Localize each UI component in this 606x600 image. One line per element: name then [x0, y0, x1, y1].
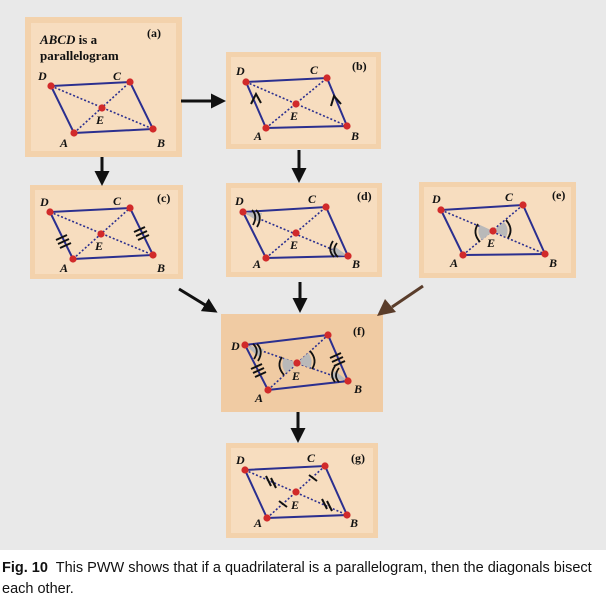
label-b: B [548, 256, 557, 270]
label-a: A [253, 516, 262, 530]
label-a: A [254, 391, 263, 405]
arrow-e-to-f-icon [377, 284, 424, 316]
bisect-marks-icon [265, 474, 333, 512]
label-b: B [156, 261, 165, 275]
label-a: A [59, 136, 68, 150]
figure-panel: ABCD is a parallelogram (a) A B C D E (b… [0, 0, 606, 550]
label-b: B [351, 257, 360, 271]
vertex-e [98, 104, 106, 112]
panel-c: (c) A B C D E [30, 185, 183, 279]
panel-d-tag: (d) [357, 189, 372, 203]
panel-b: (b) A B C D E [226, 52, 381, 149]
label-c: C [113, 69, 122, 83]
panel-g-tag: (g) [351, 451, 365, 465]
flow-arrows [94, 93, 424, 443]
panel-a-tag: (a) [147, 26, 161, 40]
label-c: C [307, 451, 316, 465]
figure-caption: Fig. 10 This PWW shows that if a quadril… [2, 558, 602, 600]
panel-e: (e) A B C D E [419, 182, 576, 278]
vertical-angle-right-icon [493, 222, 508, 237]
label-e: E [94, 239, 103, 253]
parallel-arrow-bc-icon [330, 93, 342, 107]
label-c: C [310, 63, 319, 77]
label-e: E [290, 498, 299, 512]
label-b: B [156, 136, 165, 150]
label-e: E [486, 236, 495, 250]
label-a: A [449, 256, 458, 270]
panel-b-tag: (b) [352, 59, 367, 73]
figure-number: Fig. 10 [2, 560, 48, 576]
panel-a-heading-rest: is a [75, 32, 97, 47]
parallel-arrow-ad-icon [250, 91, 262, 105]
caption-text: This PWW shows that if a quadrilateral i… [2, 560, 592, 597]
label-b: B [349, 516, 358, 530]
label-a: A [253, 129, 262, 143]
tick-marks-ad-icon [55, 234, 72, 249]
label-d: D [39, 195, 49, 209]
panel-f: (f) A B D E [221, 314, 383, 412]
pww-diagram: ABCD is a parallelogram (a) A B C D E (b… [25, 17, 576, 538]
panel-f-tag: (f) [353, 324, 365, 338]
angle-shade-d-icon [243, 212, 262, 222]
vertex-c [126, 78, 134, 86]
panel-a-heading: ABCD is a [39, 32, 98, 47]
arrow-c-to-f-icon [178, 287, 218, 313]
label-e: E [95, 113, 104, 127]
label-e: E [291, 369, 300, 383]
panel-a: ABCD is a parallelogram (a) A B C D E [25, 17, 182, 157]
label-d: D [235, 64, 245, 78]
vertex-a [70, 129, 78, 137]
panel-d: (d) A B C D E [226, 183, 382, 277]
label-d: D [37, 69, 47, 83]
label-d: D [234, 194, 244, 208]
label-e: E [289, 109, 298, 123]
label-d: D [431, 192, 441, 206]
label-e: E [289, 238, 298, 252]
label-a: A [59, 261, 68, 275]
panel-e-tag: (e) [552, 188, 565, 202]
vertex-d [47, 82, 55, 90]
label-d: D [235, 453, 245, 467]
tick-marks-bc-icon [133, 226, 150, 241]
label-b: B [350, 129, 359, 143]
label-c: C [505, 190, 514, 204]
panel-c-tag: (c) [157, 191, 170, 205]
vertex-b [149, 125, 157, 133]
vertical-angle-left-icon [478, 225, 493, 240]
label-b: B [353, 382, 362, 396]
label-c: C [308, 192, 317, 206]
panel-g: (g) A B C D E [226, 443, 378, 538]
label-d: D [230, 339, 240, 353]
label-c: C [113, 194, 122, 208]
panel-a-heading-line2: parallelogram [40, 48, 119, 63]
label-a: A [252, 257, 261, 271]
panel-a-heading-italic: ABCD [39, 32, 76, 47]
